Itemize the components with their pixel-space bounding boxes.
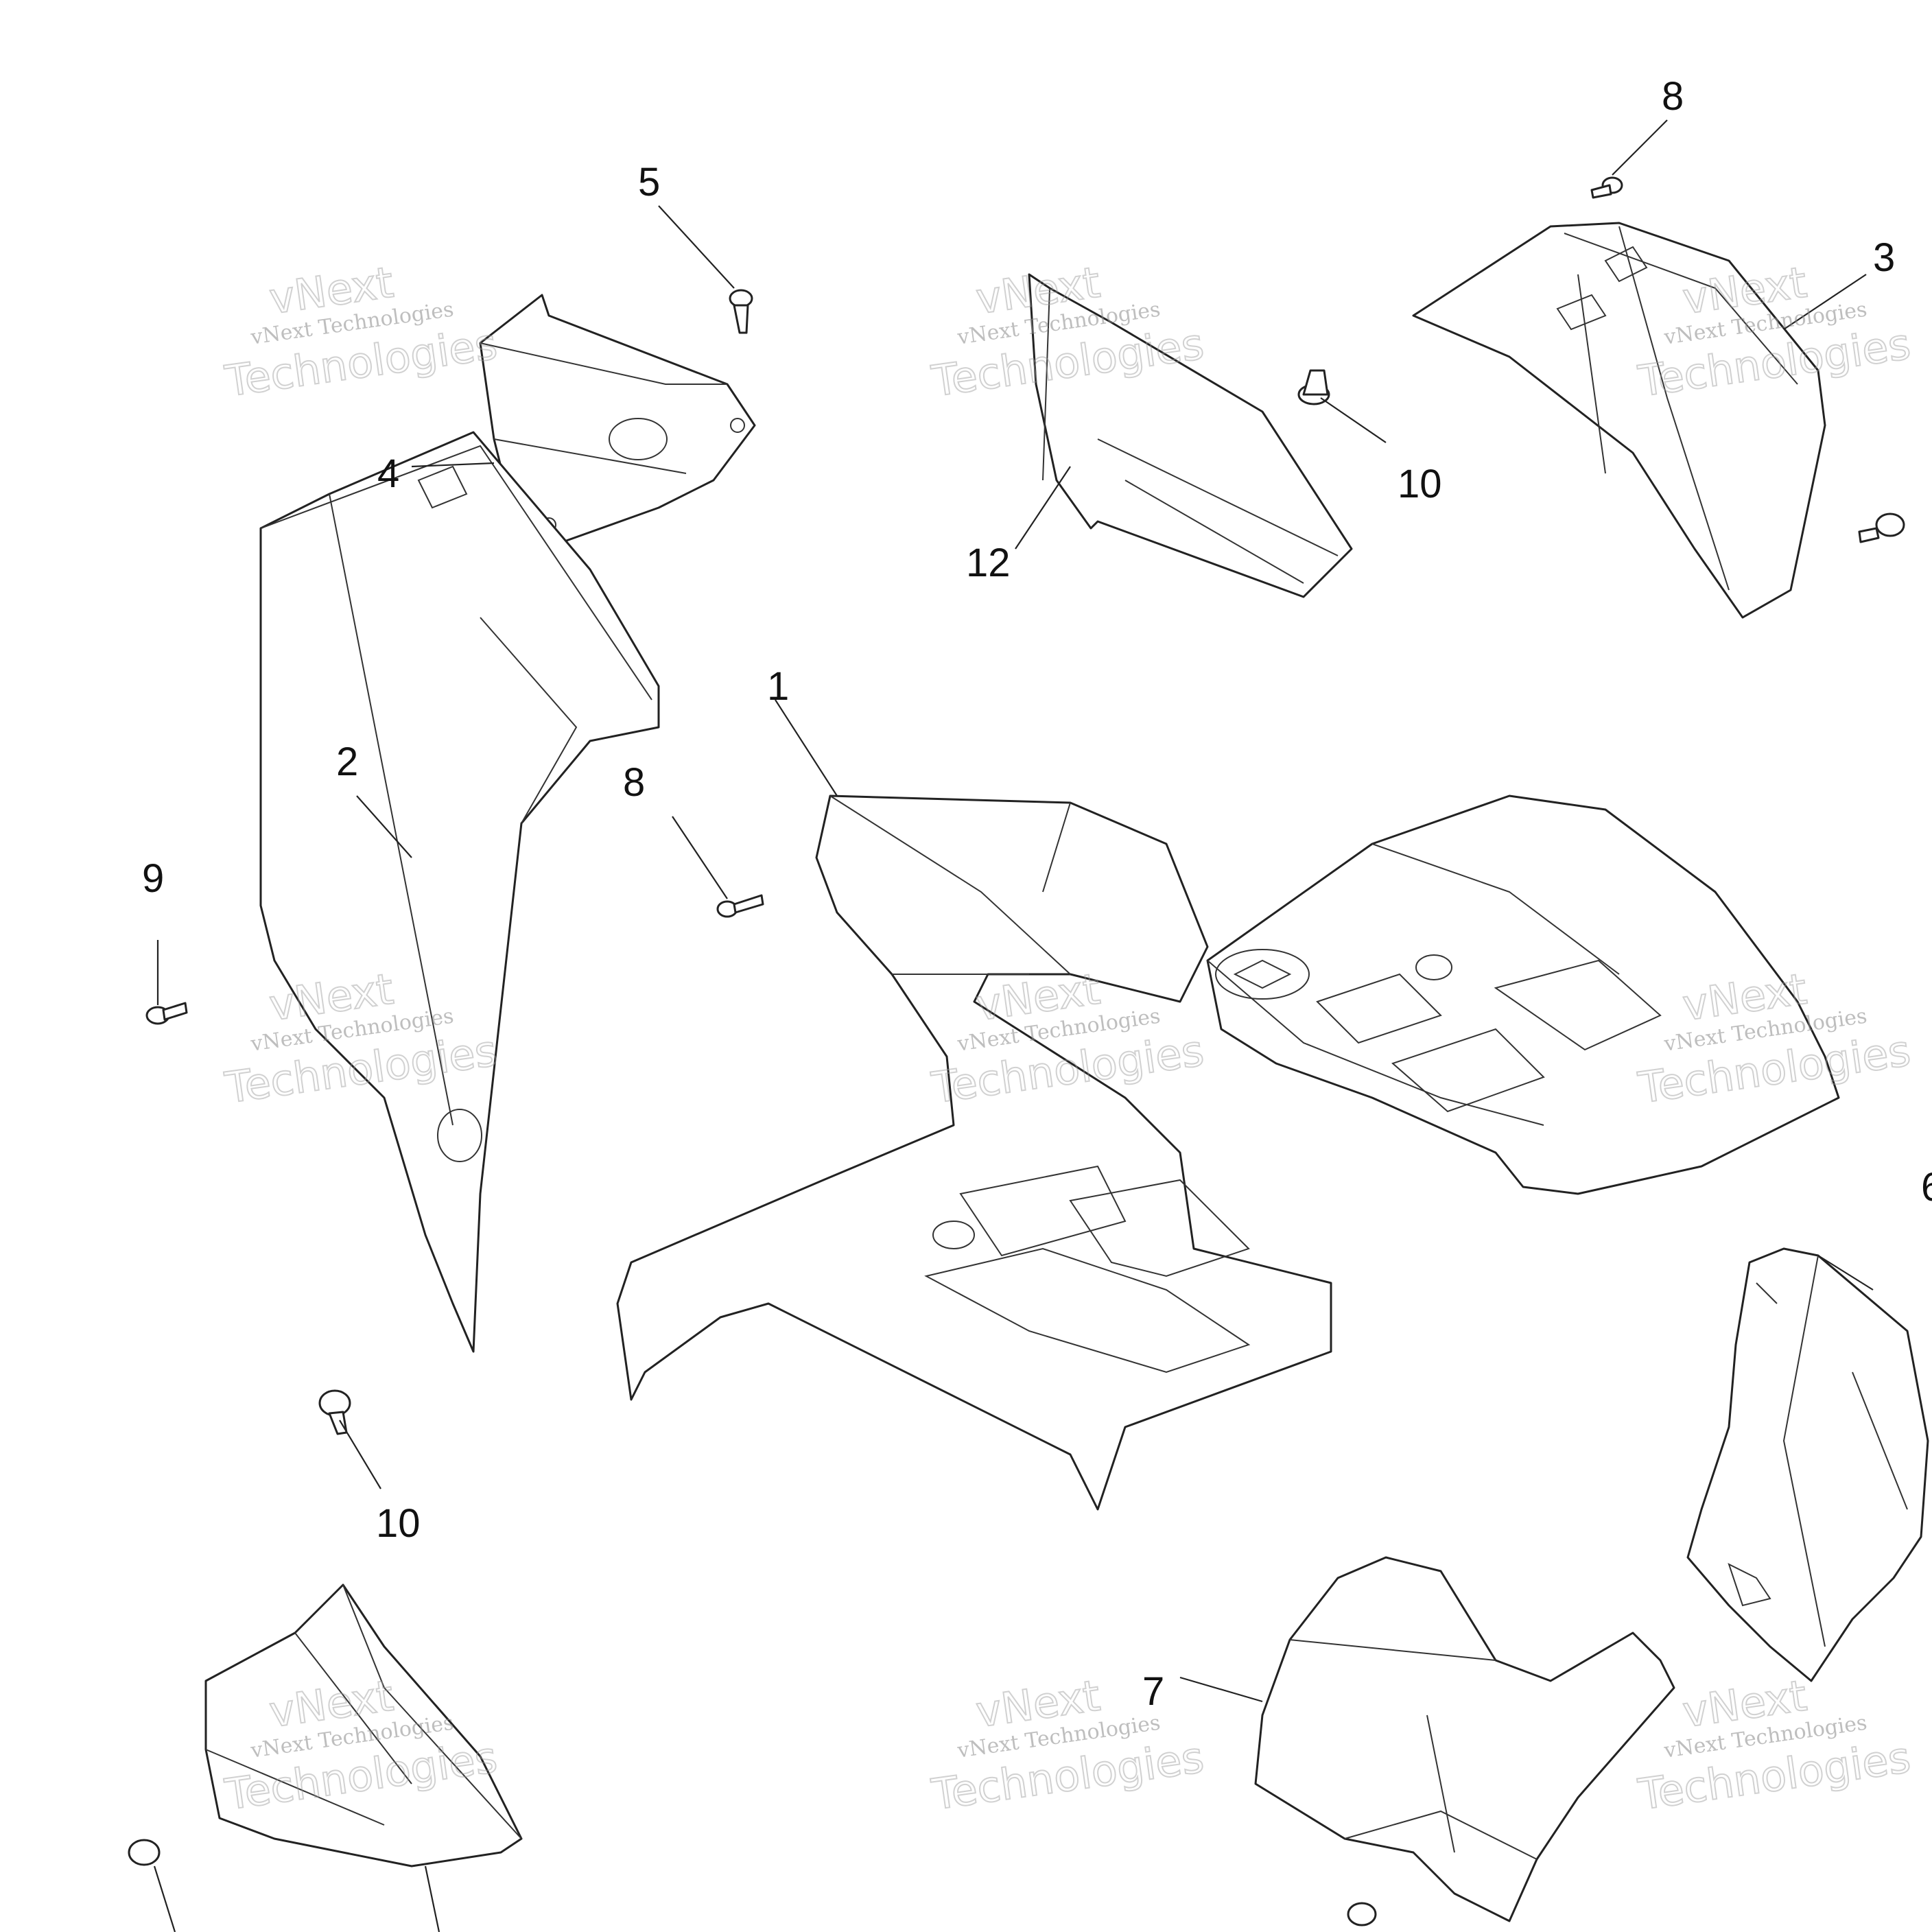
callout-2: 2 xyxy=(336,740,358,784)
part-6-panel xyxy=(1686,1247,1929,1682)
callout-10b: 10 xyxy=(376,1501,421,1546)
callout-12: 12 xyxy=(966,541,1011,585)
callout-6: 6 xyxy=(1921,1165,1932,1210)
part-10-clip-a xyxy=(1297,369,1330,405)
part-10-clip-b xyxy=(318,1389,351,1435)
callout-4: 4 xyxy=(377,451,399,496)
part-clip-c xyxy=(1858,513,1905,543)
callout-10a: 10 xyxy=(1398,462,1442,506)
part-8-screw-a xyxy=(716,894,764,918)
part-9-screw xyxy=(145,1002,188,1025)
part-11-panel xyxy=(204,1583,523,1868)
callout-1: 1 xyxy=(767,664,789,709)
callout-5: 5 xyxy=(638,160,660,204)
watermark-top-left: vNext vNext Technologies Technologies xyxy=(221,257,501,408)
part-clip-d xyxy=(128,1839,161,1866)
callout-9: 9 xyxy=(142,856,164,901)
part-8-screw-b xyxy=(1590,176,1623,199)
part-2-panel xyxy=(259,431,660,1353)
part-1-fender xyxy=(616,794,1840,1511)
callout-7: 7 xyxy=(1142,1669,1164,1714)
part-12-panel xyxy=(1028,273,1353,598)
part-clip-e xyxy=(1347,1902,1377,1927)
callout-8b: 8 xyxy=(1662,74,1684,119)
part-7-panel xyxy=(1254,1556,1675,1922)
part-5-screw xyxy=(729,289,753,334)
part-3-panel xyxy=(1412,222,1826,619)
leader-lines xyxy=(153,119,1874,1932)
callout-8a: 8 xyxy=(623,760,645,805)
callout-3: 3 xyxy=(1873,235,1895,280)
